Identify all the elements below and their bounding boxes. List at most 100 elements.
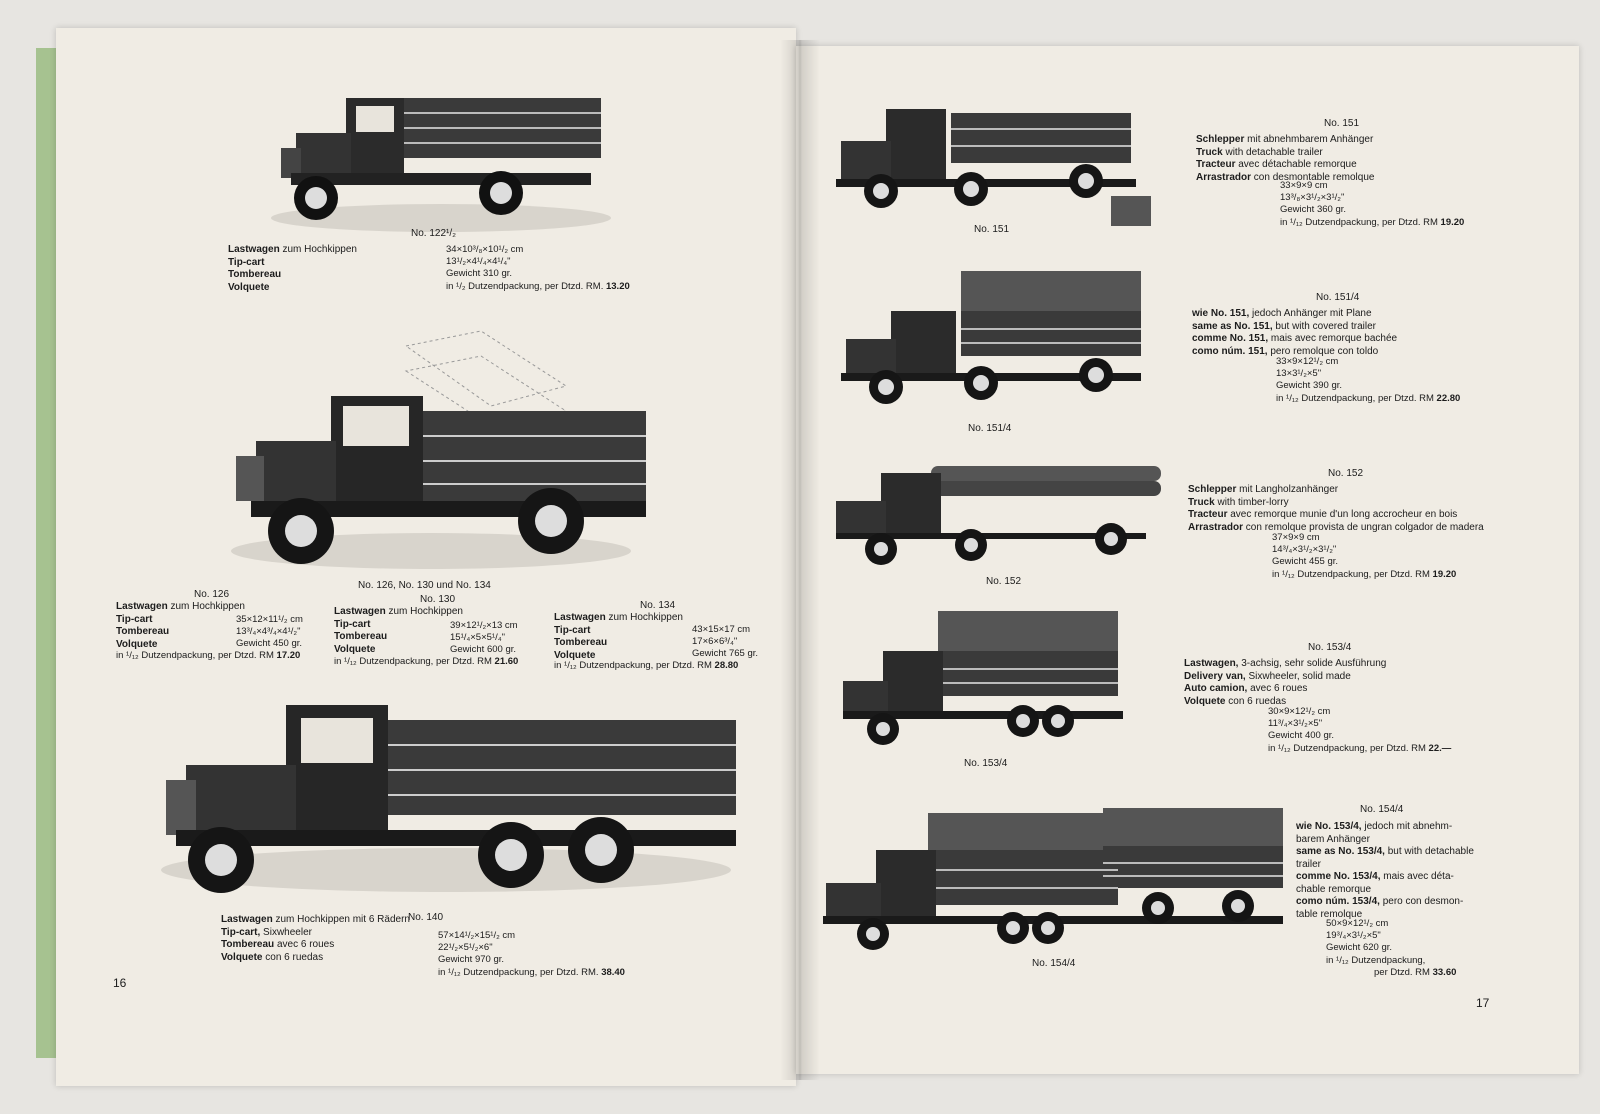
desc-es-rest: con 6 ruedas <box>1225 695 1287 707</box>
item-153-4-label: No. 153/4 <box>1308 642 1352 653</box>
desc-de-rest: zum Hochkippen <box>605 612 683 623</box>
desc-fr-bold: Tombereau <box>221 939 275 950</box>
desc-es-rest: con 6 ruedas <box>262 951 324 963</box>
desc-es-rest: con remolque provista de ungran colgador… <box>1243 521 1484 533</box>
price-text-2: per Dtzd. RM <box>1374 966 1430 978</box>
spec-weight: Gewicht 765 gr. <box>692 648 759 660</box>
catalog-page-left: No. 122¹/₂ Lastwagen zum Hochkippen Tip-… <box>56 28 796 1086</box>
group-126-130-134-caption: No. 126, No. 130 und No. 134 <box>358 580 491 591</box>
price-text: in ¹/₁₂ Dutzendpackung, per Dtzd. RM <box>554 660 712 671</box>
desc-fr-bold: Tombereau <box>116 626 170 637</box>
desc-en-bold: Tip-cart <box>116 613 153 625</box>
desc-en-rest: but with detachable <box>1384 846 1474 857</box>
spec-inch: 13³/₈×3¹/₂×3¹/₂" <box>1280 192 1345 204</box>
spec-inch: 15¹/₄×5×5¹/₄" <box>450 632 505 644</box>
price-value: 28.80 <box>714 660 739 671</box>
item-134-descriptions: Lastwagen zum Hochkippen Tip-cart Tomber… <box>554 612 683 662</box>
item-140-specs: 57×14¹/₂×15¹/₂ cm 22¹/₂×5¹/₂×6" Gewicht … <box>438 930 625 979</box>
desc-de-bold: Lastwagen <box>334 606 386 617</box>
book-gutter <box>780 40 820 1080</box>
desc-de-rest: zum Hochkippen mit 6 Rädern <box>272 914 410 925</box>
price-text: in ¹/₁₂ Dutzendpackung, <box>1326 954 1426 966</box>
spec-cm: 57×14¹/₂×15¹/₂ cm <box>438 930 516 941</box>
spec-inch: 13¹/₂×4¹/₄×4¹/₄" <box>446 256 511 268</box>
item-126-descriptions: Lastwagen zum Hochkippen Tip-cart Tomber… <box>116 601 245 651</box>
desc-en-rest: with timber-lorry <box>1214 496 1289 508</box>
item-152-caption: No. 152 <box>986 576 1022 587</box>
desc-de-rest-2: barem Anhänger <box>1296 833 1370 845</box>
desc-fr-rest-2: chable remorque <box>1296 883 1372 895</box>
price-value: 21.60 <box>494 656 519 667</box>
truck-126-illustration <box>231 330 646 569</box>
item-154-4-descriptions: wie No. 153/4, jedoch mit abnehm- barem … <box>1296 821 1474 921</box>
desc-de-bold: wie No. 153/4, <box>1296 821 1362 832</box>
desc-en-bold: Tip-cart <box>228 256 265 268</box>
truck-152-illustration <box>836 466 1161 565</box>
desc-es-bold: Arrastrador <box>1188 521 1244 533</box>
price-text: in ¹/₁₂ Dutzendpackung, per Dtzd. RM. <box>438 966 599 978</box>
item-153-4-caption: No. 153/4 <box>964 758 1008 769</box>
desc-de-bold: Lastwagen <box>221 914 273 925</box>
page-number-right: 17 <box>1476 996 1490 1010</box>
desc-fr-bold: comme No. 151, <box>1192 333 1269 344</box>
price-value: 38.40 <box>601 966 625 978</box>
price-text: in ¹/₁₂ Dutzendpackung, per Dtzd. RM <box>116 650 274 661</box>
item-152-specs: 37×9×9 cm 14³/₄×3¹/₂×3¹/₂" Gewicht 455 g… <box>1272 532 1456 581</box>
desc-de-bold: Schlepper <box>1188 484 1237 495</box>
spec-inch: 22¹/₂×5¹/₂×6" <box>438 942 493 954</box>
item-134-label: No. 134 <box>640 600 676 611</box>
desc-de-bold: Lastwagen <box>228 244 280 255</box>
spec-cm: 43×15×17 cm <box>692 624 751 635</box>
price-value: 19.20 <box>1432 568 1457 580</box>
desc-es-bold: Arrastrador <box>1196 171 1252 183</box>
spec-inch: 17×6×6³/₄" <box>692 636 738 648</box>
desc-en-bold: same as No. 153/4, <box>1296 846 1385 857</box>
item-122-label: No. 122¹/₂ <box>411 228 457 239</box>
catalog-page-right: No. 151 No. 151 Schlepper mit abnehmbare… <box>796 46 1579 1074</box>
desc-es-rest-2: table remolque <box>1296 908 1363 920</box>
item-130-label: No. 130 <box>420 594 456 605</box>
desc-es-bold: Volquete <box>1184 695 1226 707</box>
desc-de-bold: Lastwagen <box>116 601 168 612</box>
spec-weight: Gewicht 970 gr. <box>438 954 505 966</box>
desc-en-rest: with detachable trailer <box>1222 146 1323 158</box>
desc-de-rest: jedoch mit abnehm- <box>1361 821 1453 832</box>
desc-fr-bold: comme No. 153/4, <box>1296 871 1381 882</box>
desc-fr-bold: Tracteur <box>1188 509 1228 520</box>
item-151-caption: No. 151 <box>974 224 1010 235</box>
desc-en-bold: Tip-cart <box>334 618 371 630</box>
truck-140-illustration <box>161 705 736 893</box>
price-text: in ¹/₁₂ Dutzendpackung, per Dtzd. RM <box>1280 216 1438 228</box>
desc-fr-rest: mais avec déta- <box>1380 871 1454 882</box>
desc-en-rest: but with covered trailer <box>1272 320 1376 332</box>
item-151-4-caption: No. 151/4 <box>968 423 1012 434</box>
item-151-4-descriptions: wie No. 151, jedoch Anhänger mit Plane s… <box>1192 308 1397 358</box>
item-151-4-specs: 33×9×12¹/₂ cm 13×3¹/₂×5" Gewicht 390 gr.… <box>1276 356 1460 405</box>
desc-fr-rest: avec remorque munie d'un long accrocheur… <box>1227 509 1458 520</box>
item-140-label: No. 140 <box>408 912 444 923</box>
item-130-price: in ¹/₁₂ Dutzendpackung, per Dtzd. RM 21.… <box>334 656 518 668</box>
desc-fr-bold: Tombereau <box>228 269 282 280</box>
desc-es-bold: Volquete <box>228 281 270 293</box>
desc-en-rest: Sixwheeler, solid made <box>1245 670 1351 682</box>
price-value: 22.— <box>1428 742 1452 754</box>
desc-de-bold: Lastwagen <box>554 612 606 623</box>
desc-fr-bold: Tombereau <box>334 631 388 642</box>
desc-fr-rest: avec 6 roues <box>274 939 335 950</box>
desc-es-bold: Volquete <box>221 951 263 963</box>
item-152-label: No. 152 <box>1328 468 1364 479</box>
spec-inch: 13×3¹/₂×5" <box>1276 368 1322 380</box>
price-text: in ¹/₁₂ Dutzendpackung, per Dtzd. RM <box>1268 742 1426 754</box>
item-151-4-label: No. 151/4 <box>1316 292 1360 303</box>
price-text: in ¹/₁₂ Dutzendpackung, per Dtzd. RM <box>1272 568 1430 580</box>
price-value: 33.60 <box>1432 966 1457 978</box>
spec-cm: 50×9×12¹/₂ cm <box>1326 918 1389 929</box>
spec-weight: Gewicht 360 gr. <box>1280 204 1347 216</box>
price-value: 17.20 <box>276 650 301 661</box>
item-154-4-specs: 50×9×12¹/₂ cm 19³/₄×3¹/₂×5" Gewicht 620 … <box>1326 918 1456 979</box>
price-value: 22.80 <box>1436 392 1461 404</box>
desc-en-rest-2: trailer <box>1296 858 1322 870</box>
spec-weight: Gewicht 400 gr. <box>1268 730 1335 742</box>
spec-cm: 34×10³/₈×10¹/₂ cm <box>446 244 524 255</box>
desc-de-rest: zum Hochkippen <box>167 601 245 612</box>
